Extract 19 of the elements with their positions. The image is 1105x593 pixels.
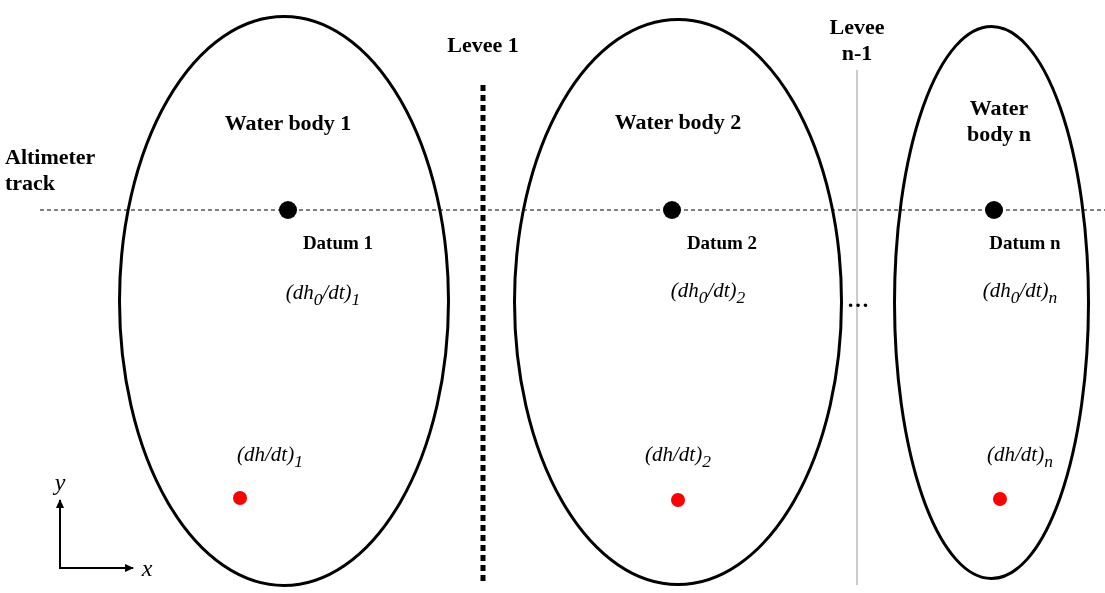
formula: (dh/dt)$_{1}$ [237, 442, 303, 472]
water-body-title: Water body 1 [224, 110, 352, 136]
formula: (dh$_{0}$/dt)$_{2}$ [670, 278, 746, 308]
formula: (dh$_{0}$/dt)$_{1}$ [285, 280, 361, 310]
water-body-title: Water body 2 [614, 109, 742, 135]
formula: (dh/dt)$_{2}$ [645, 442, 711, 472]
axis-label: y [54, 468, 66, 496]
formula: (dh$_{0}$/dt)$_{n}$ [982, 278, 1058, 308]
levee-label: Levee n-1 [828, 14, 886, 66]
datum-label: Datum 1 [302, 232, 374, 254]
datum-label: Datum n [989, 232, 1061, 254]
water-body-ellipse [893, 25, 1090, 580]
ellipsis: … [847, 287, 869, 313]
datum-label: Datum 2 [686, 232, 758, 254]
track-label: Altimeter track [5, 144, 96, 196]
axis-label: x [141, 554, 153, 582]
levee-label: Levee 1 [447, 32, 519, 58]
water-body-title: Water body n [965, 95, 1033, 147]
formula: (dh/dt)$_{n}$ [987, 442, 1053, 472]
